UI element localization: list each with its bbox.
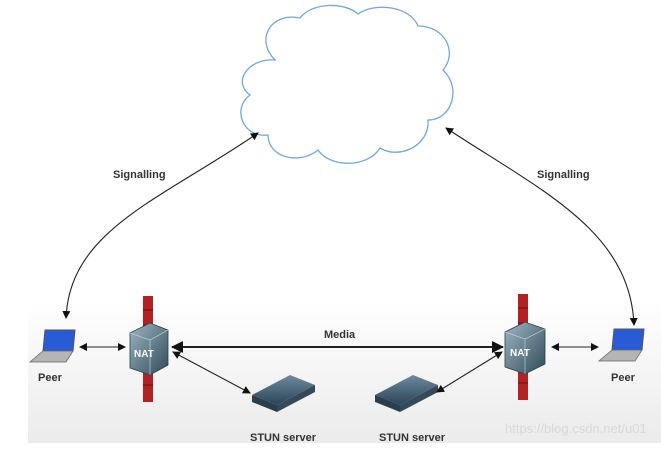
nat-stun-arrow-left: [172, 351, 251, 394]
signalling-arrow-left: [62, 132, 259, 319]
peer-right-laptop-icon: [597, 328, 645, 362]
stun-label-right: STUN server: [379, 432, 446, 444]
nat-label-right: NAT: [510, 348, 530, 359]
watermark: https://blog.csdn.net/u01: [505, 421, 647, 436]
signalling-label-left: Signalling: [113, 169, 166, 181]
stun-label-left: STUN server: [250, 432, 317, 444]
nat-stun-arrow-right: [436, 351, 503, 393]
stun-server-left-icon: [252, 375, 315, 412]
media-label: Media: [324, 329, 356, 341]
peer-left-laptop-icon: [28, 329, 76, 363]
stun-server-right-icon: [375, 375, 438, 412]
peer-label-right: Peer: [611, 372, 636, 384]
nat-label-left: NAT: [134, 349, 154, 360]
signalling-arrow-right: [445, 127, 638, 326]
peer-label-left: Peer: [38, 372, 63, 384]
signalling-label-right: Signalling: [537, 169, 590, 181]
cloud-icon: [240, 4, 454, 164]
nat-right-icon: NAT: [504, 321, 546, 375]
nat-left-icon: NAT: [129, 322, 169, 376]
